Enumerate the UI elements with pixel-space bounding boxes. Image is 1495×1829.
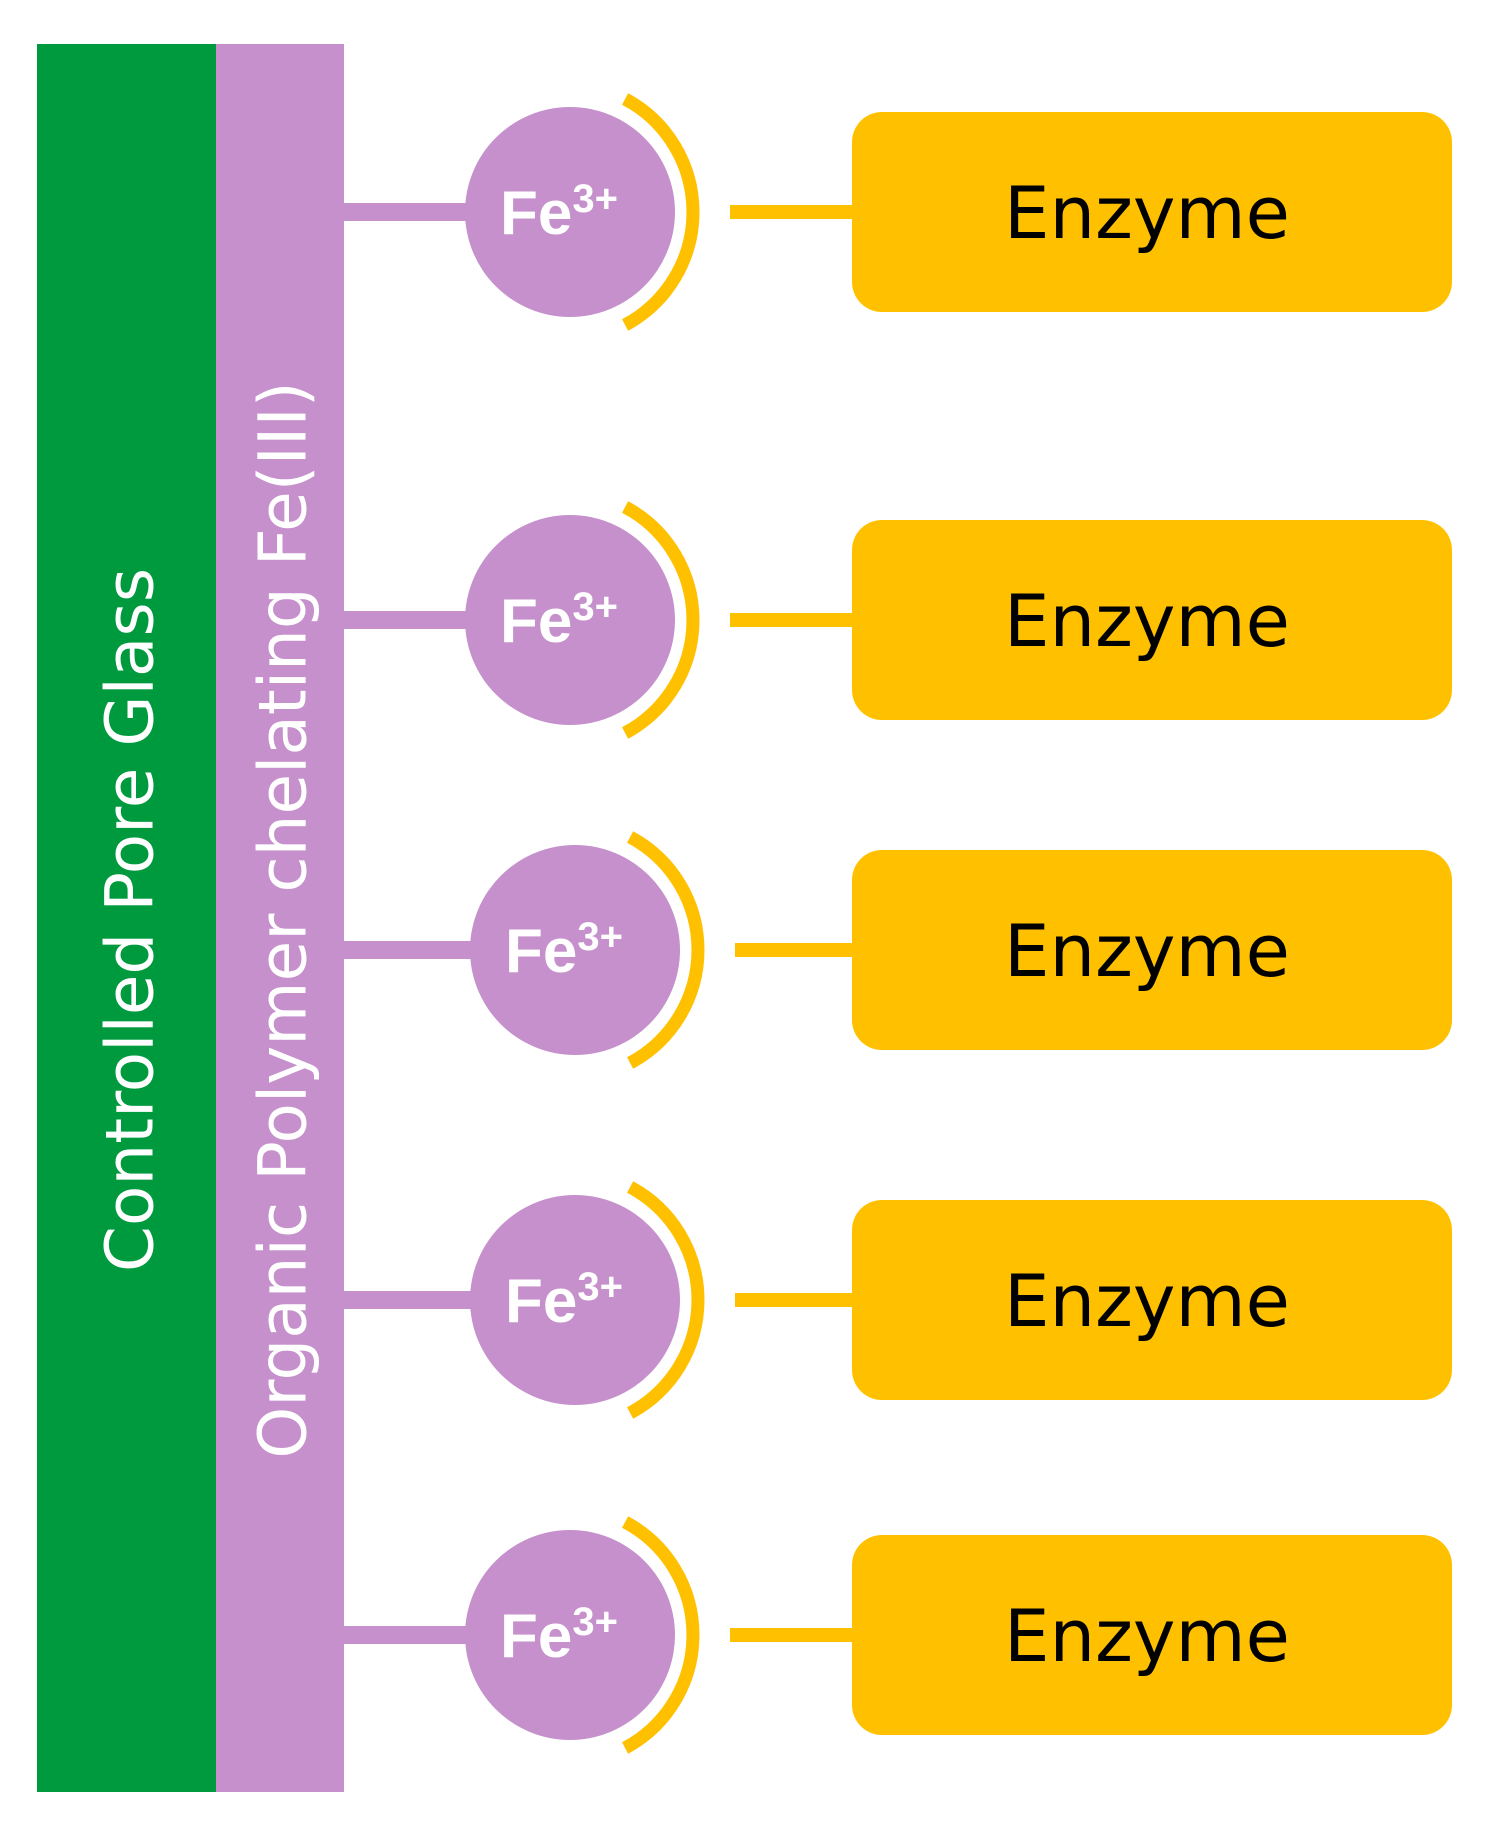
controlled-pore-glass-label: Controlled Pore Glass — [92, 568, 169, 1272]
ion-base: Fe — [500, 1602, 572, 1671]
fe-ion-circle — [470, 1195, 680, 1405]
chelation-units: Fe3+EnzymeFe3+EnzymeFe3+EnzymeFe3+Enzyme… — [344, 93, 1452, 1754]
fe-ion-label: Fe3+ — [505, 915, 623, 986]
enzyme-label: Enzyme — [1004, 909, 1290, 993]
ion-base: Fe — [505, 917, 577, 986]
fe-ion-circle — [470, 845, 680, 1055]
fe-ion-label: Fe3+ — [500, 1600, 618, 1671]
ion-base: Fe — [500, 179, 572, 248]
fe-ion-label: Fe3+ — [500, 585, 618, 656]
ion-charge: 3+ — [577, 915, 623, 959]
enzyme-box — [852, 850, 1452, 1050]
enzyme-label: Enzyme — [1004, 1259, 1290, 1343]
enzyme-label: Enzyme — [1004, 171, 1290, 255]
fe-ion-circle — [465, 515, 675, 725]
chelation-unit: Fe3+ Enzyme — [344, 501, 1452, 739]
fe-ion-label: Fe3+ — [505, 1265, 623, 1336]
controlled-pore-glass-bar — [37, 44, 216, 1792]
ion-base: Fe — [500, 587, 572, 656]
chelation-unit: Fe3+ Enzyme — [344, 93, 1452, 331]
ion-charge: 3+ — [572, 177, 618, 221]
enzyme-box — [852, 520, 1452, 720]
organic-polymer-bar — [216, 44, 344, 1792]
enzyme-box — [852, 1200, 1452, 1400]
fe-ion-circle — [465, 107, 675, 317]
enzyme-box — [852, 112, 1452, 312]
fe-ion-circle — [465, 1530, 675, 1740]
binding-arc — [622, 93, 700, 331]
fe-ion-label: Fe3+ — [500, 177, 618, 248]
enzyme-label: Enzyme — [1004, 579, 1290, 663]
binding-arc — [627, 831, 705, 1069]
organic-polymer-label: Organic Polymer chelating Fe(III) — [245, 381, 322, 1458]
ion-base: Fe — [505, 1267, 577, 1336]
chelation-unit: Fe3+ Enzyme — [344, 831, 1452, 1069]
ion-charge: 3+ — [577, 1265, 623, 1309]
binding-arc — [622, 501, 700, 739]
chelation-unit: Fe3+ Enzyme — [344, 1181, 1452, 1419]
binding-arc — [627, 1181, 705, 1419]
enzyme-box — [852, 1535, 1452, 1735]
ion-charge: 3+ — [572, 1600, 618, 1644]
ion-charge: 3+ — [572, 585, 618, 629]
binding-arc — [622, 1516, 700, 1754]
chelation-unit: Fe3+ Enzyme — [344, 1516, 1452, 1754]
enzyme-label: Enzyme — [1004, 1594, 1290, 1678]
